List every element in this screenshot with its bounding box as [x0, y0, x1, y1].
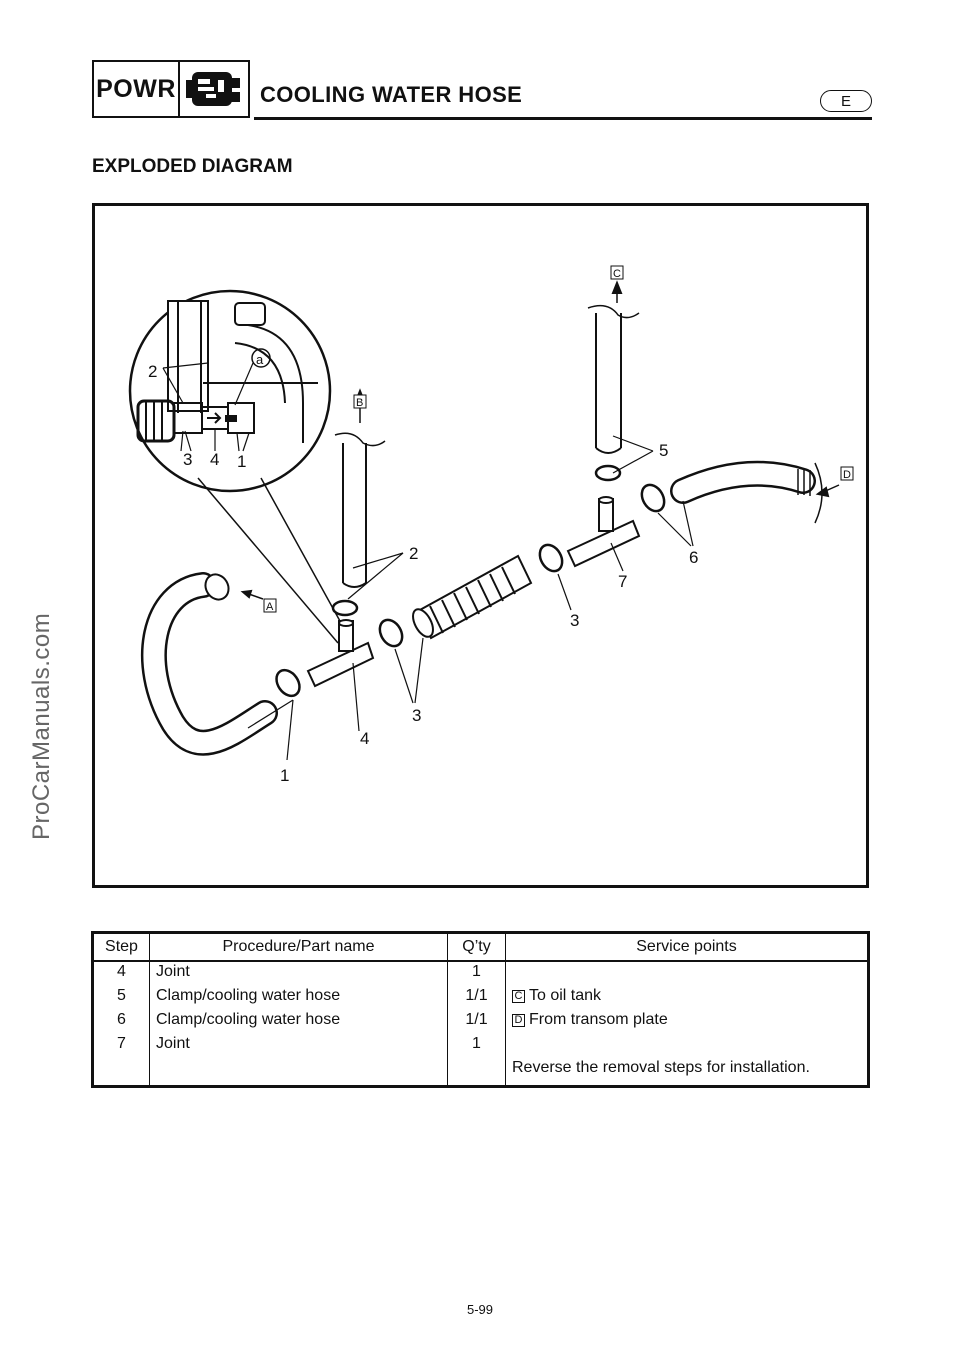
column-header-qty: Q’ty: [447, 932, 506, 962]
table-row: 7 Joint 1: [92, 1034, 869, 1058]
part-cell: Clamp/cooling water hose: [149, 986, 448, 1010]
reference-marker-d-inline: D: [512, 1014, 525, 1027]
svg-text:D: D: [843, 469, 851, 481]
table-row: Reverse the removal steps for installati…: [92, 1058, 869, 1087]
exploded-diagram-drawing: 1 2 3 3 4 5 6 7 2 3 4 1 a A B C: [128, 265, 854, 785]
table-row: 6 Clamp/cooling water hose 1/1 D From tra…: [92, 1010, 869, 1034]
step-cell: [92, 1058, 150, 1087]
service-text: To oil tank: [529, 987, 602, 1004]
inset-label: 1: [237, 452, 246, 471]
part-label: 3: [570, 611, 579, 630]
part-label: 3: [412, 706, 421, 725]
svg-text:C: C: [613, 268, 621, 280]
step-cell: 7: [92, 1034, 150, 1058]
part-cell: Clamp/cooling water hose: [149, 1010, 448, 1034]
power-unit-icon: [180, 62, 248, 116]
service-cell: Reverse the removal steps for installati…: [505, 1058, 869, 1087]
part-cell: Joint: [149, 1034, 448, 1058]
table-header-row: Step Procedure/Part name Q’ty Service po…: [92, 932, 869, 962]
table-row: 5 Clamp/cooling water hose 1/1 C To oil t…: [92, 986, 869, 1010]
column-header-step: Step: [92, 932, 150, 962]
part-label: 4: [360, 729, 369, 748]
section-badge: POWR: [92, 60, 250, 118]
part-cell: Joint: [149, 961, 448, 986]
service-cell: [505, 1034, 869, 1058]
reference-marker-b: B: [353, 394, 367, 409]
qty-cell: 1: [447, 961, 506, 986]
qty-cell: 1/1: [447, 986, 506, 1010]
column-header-service: Service points: [505, 932, 869, 962]
service-cell: C To oil tank: [505, 986, 869, 1010]
inset-detail-view: [128, 289, 352, 644]
qty-cell: 1: [447, 1034, 506, 1058]
svg-text:B: B: [356, 397, 363, 409]
title-rule: [254, 117, 872, 120]
inset-label: 4: [210, 450, 219, 469]
service-text: From transom plate: [529, 1011, 668, 1028]
part-cell: [149, 1058, 448, 1087]
reference-marker-c-inline: C: [512, 990, 525, 1003]
section-heading: EXPLODED DIAGRAM: [92, 156, 293, 177]
watermark: ProCarManuals.com: [28, 612, 55, 840]
column-header-part: Procedure/Part name: [149, 932, 448, 962]
page-number: 5-99: [466, 1302, 494, 1317]
qty-cell: [447, 1058, 506, 1087]
part-label: 5: [659, 441, 668, 460]
inset-label: 3: [183, 450, 192, 469]
section-code: POWR: [94, 62, 180, 116]
reference-marker-c: C: [610, 265, 624, 280]
part-label: 1: [280, 766, 289, 785]
table-row: 4 Joint 1: [92, 961, 869, 986]
inset-label: a: [256, 352, 264, 367]
part-label: 2: [409, 544, 418, 563]
inset-label: 2: [148, 362, 157, 381]
step-cell: 6: [92, 1010, 150, 1034]
page-title: COOLING WATER HOSE: [260, 82, 523, 107]
language-badge: E: [820, 90, 872, 112]
qty-cell: 1/1: [447, 1010, 506, 1034]
part-label: 7: [618, 572, 627, 591]
step-cell: 5: [92, 986, 150, 1010]
part-label: 6: [689, 548, 698, 567]
service-cell: [505, 961, 869, 986]
reference-marker-a: A: [263, 598, 277, 613]
page-header: POWR COOLING WATER HOSE E: [92, 60, 872, 122]
parts-table: Step Procedure/Part name Q’ty Service po…: [91, 931, 870, 1088]
service-cell: D From transom plate: [505, 1010, 869, 1034]
step-cell: 4: [92, 961, 150, 986]
reference-marker-d: D: [840, 466, 854, 481]
exploded-diagram: 1 2 3 3 4 5 6 7 2 3 4 1 a A B C: [92, 203, 869, 888]
svg-text:A: A: [266, 601, 274, 613]
